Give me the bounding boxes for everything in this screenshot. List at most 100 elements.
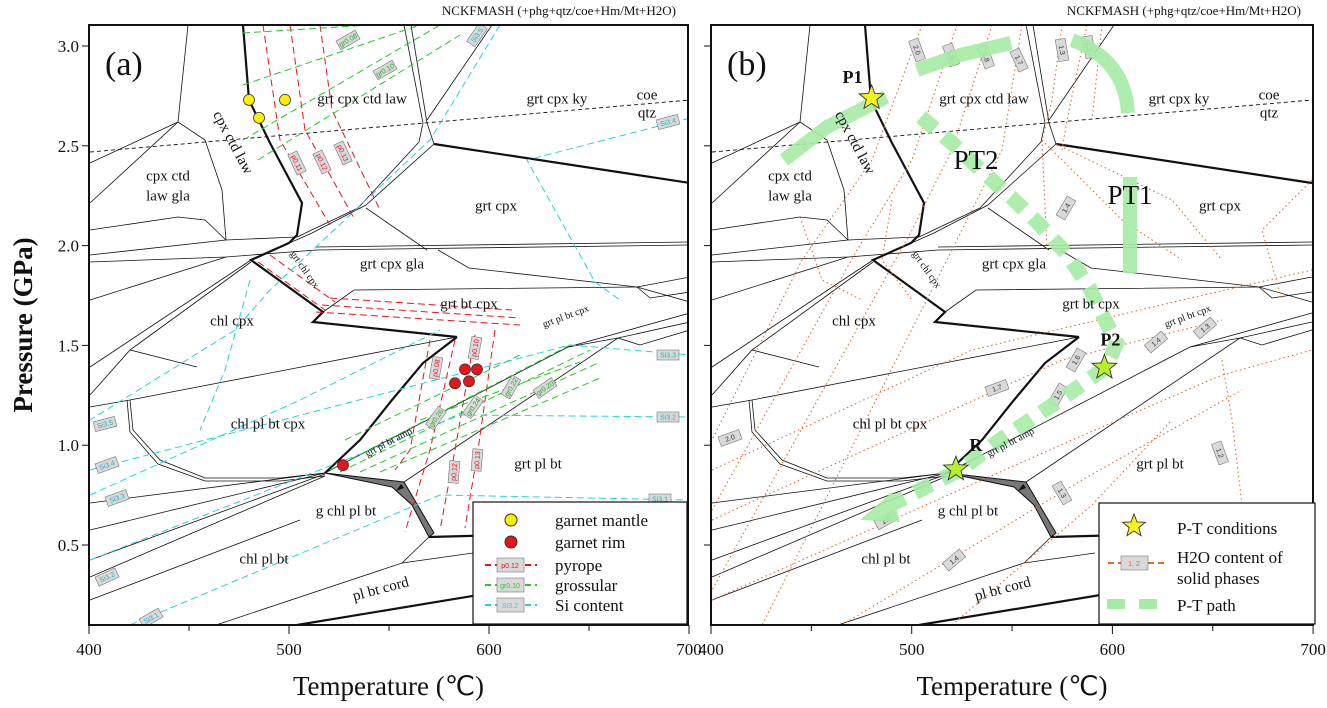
si-label: Si3.4 (655, 113, 681, 131)
h2o-isopleth (711, 25, 923, 441)
si-label: Si3.5 (92, 415, 118, 433)
h2o-label-text: 1.4 (1061, 202, 1072, 214)
boundary-line (1258, 286, 1313, 303)
field-label: grt cpx ctd law (939, 91, 1029, 107)
point-label: R (969, 435, 983, 455)
si-isopleth (89, 414, 688, 561)
field-label: grt chl cpx (909, 249, 943, 290)
boundary-line (225, 236, 298, 241)
garnet-mantle-point (243, 93, 255, 106)
field-label: g chl pl bt (938, 503, 999, 519)
grossular-label: gr0.10 (372, 59, 398, 81)
boundary-line (711, 473, 948, 561)
boundary-line (711, 336, 1080, 408)
point-label: P1 (843, 67, 863, 87)
pyrope-isopleth (289, 25, 356, 221)
garnet-mantle-point (279, 93, 291, 106)
boundary-line (847, 236, 920, 241)
pyrope-label-text: p0.11 (289, 154, 303, 172)
pyrope-label-text: p0.10 (471, 339, 481, 358)
h2o-label-box (1055, 195, 1077, 221)
h2o-label-text: 1.3 (1057, 45, 1066, 56)
boundary-line (177, 25, 189, 123)
grossular-label-box (532, 377, 558, 399)
boundary-line (1025, 25, 1046, 143)
field-label: qtz (638, 105, 657, 121)
boundary-line (711, 239, 849, 256)
pyrope-isopleth (329, 297, 513, 311)
boundary-line (89, 473, 326, 561)
si-label-box (94, 567, 120, 587)
grossular-isopleth (419, 361, 581, 421)
si-label: Si3.2 (656, 411, 680, 423)
boundary-line (89, 121, 179, 164)
pyrope-label: p0.13 (333, 140, 353, 166)
boundary-line (944, 286, 1260, 313)
system-title: NCKFMASH (+phg+qtz/coe+Hm/Mt+H2O) (1067, 3, 1301, 18)
legend-sample-text: gr0.10 (500, 583, 520, 590)
legend-sample-box (496, 577, 525, 593)
field-label: grt pl bt cpx (541, 303, 590, 330)
x-axis-label: Temperature (℃) (916, 671, 1107, 701)
h2o-label-text: 1.3 (1200, 323, 1212, 335)
pyrope-label: p0.10 (467, 335, 483, 361)
h2o-label-text: 2.0 (911, 45, 921, 57)
boundary-line (89, 472, 326, 504)
x-tick-label: 500 (276, 640, 302, 659)
boundary-line (711, 472, 948, 531)
grossular-label-box (500, 374, 522, 400)
boundary-line (129, 261, 252, 351)
pyrope-label-text: p0.08 (432, 359, 442, 378)
h2o-label: 1.7 (984, 379, 1010, 397)
si-label-box (104, 489, 130, 507)
boundary-line (1059, 249, 1313, 288)
pt-condition-star-icon (1090, 353, 1118, 379)
si-isopleth (199, 279, 251, 431)
boundary-line (711, 259, 874, 368)
boundary-line (711, 256, 849, 301)
boundary-line (1189, 337, 1241, 348)
legend-label: Si content (555, 596, 624, 615)
legend-sample-text: Si3.2 (502, 603, 518, 610)
field-label: grt cpx gla (360, 256, 424, 272)
h2o-label: 1.4 (1055, 195, 1077, 221)
grossular-isopleth (242, 25, 371, 34)
h2o-isopleths-b (711, 25, 1313, 625)
h2o-label-box (1054, 37, 1070, 63)
h2o-label-text: 1.4 (949, 555, 961, 567)
h2o-isopleth (1055, 143, 1223, 261)
grossular-label: gr0.26 (425, 405, 447, 431)
legend-label: grossular (555, 576, 618, 595)
boundary-line (89, 256, 227, 301)
x-tick-label: 600 (1100, 640, 1126, 659)
field-label: grt pl bt (514, 456, 562, 472)
garnet-rim-point (459, 363, 471, 376)
pt1-path-segment (1069, 33, 1135, 114)
boundary-line-thick (946, 336, 1080, 474)
y-tick-label: 0.5 (58, 536, 79, 555)
y-tick-label: 1.5 (58, 336, 79, 355)
y-tick-label: 1.0 (58, 436, 79, 455)
boundary-line (1258, 286, 1313, 299)
pyrope-label-text: p0.12 (451, 463, 460, 481)
pyrope-isopleth (257, 261, 326, 311)
pt-paths (779, 33, 1137, 522)
si-label-text: Si3.5 (97, 419, 114, 430)
x-tick-label: 500 (899, 640, 925, 659)
coe-qtz-line (89, 99, 688, 153)
boundary-line (177, 121, 227, 241)
boundary-line (89, 249, 317, 263)
garnet-rim-point (463, 375, 475, 388)
boundary-line-thick (433, 142, 688, 184)
grossular-isopleth (379, 377, 601, 473)
boundary-line (126, 399, 326, 482)
pyrope-label-box (428, 355, 444, 381)
boundary-line (711, 249, 939, 263)
boundary-line (89, 519, 301, 601)
garnet-rim-point (337, 459, 349, 472)
y-tick-label: 2.5 (58, 137, 79, 156)
h2o-label: 1.6 (1065, 347, 1087, 373)
boundary-line (751, 399, 948, 479)
